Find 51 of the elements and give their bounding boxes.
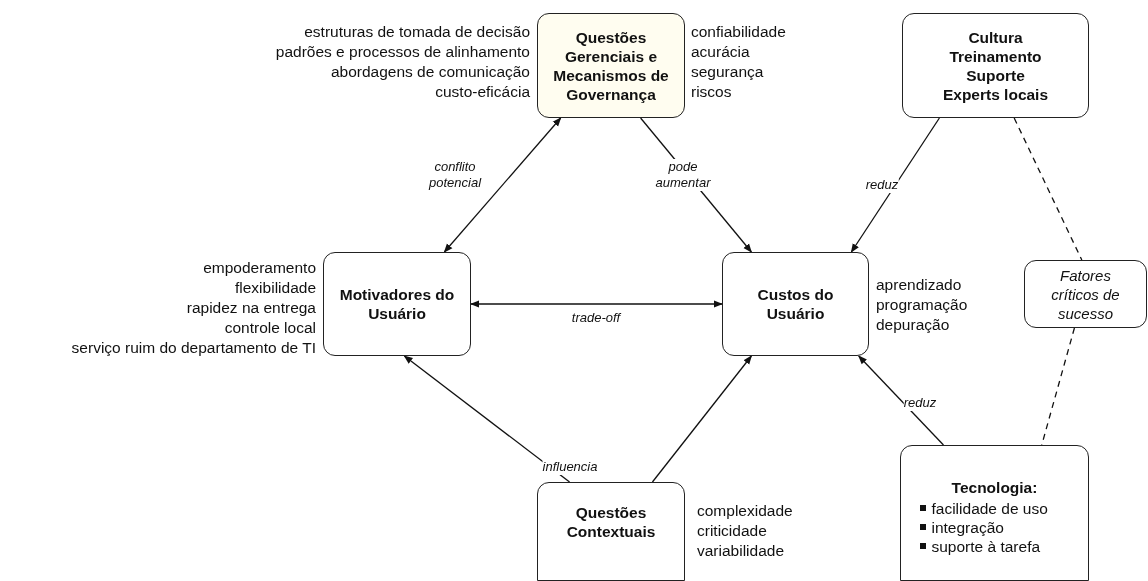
attribute-text: serviço ruim do departamento de TI — [71, 338, 316, 358]
list-item: facilidade de uso — [931, 500, 1048, 517]
node-title: Tecnologia: — [951, 478, 1038, 497]
attribute-text: complexidade — [697, 501, 793, 521]
node-label: Questões Contextuais — [565, 503, 657, 541]
list-item: integração — [931, 519, 1004, 536]
attribute-text: programação — [876, 295, 968, 315]
node-label: Cultura — [968, 27, 1023, 47]
attribute-text: segurança — [691, 62, 765, 82]
node-label: Motivadores do Usuário — [338, 285, 456, 323]
node-label: Treinamento — [949, 46, 1042, 66]
technology-box — [900, 445, 1089, 581]
edge-label: reduz — [865, 177, 899, 193]
attribute-text: abordagens de comunicação — [329, 62, 530, 82]
arrow — [403, 355, 571, 483]
costs-box — [722, 252, 869, 356]
motivators-box — [323, 252, 471, 356]
edge-label: pode aumentar — [655, 159, 711, 191]
node-label: Experts locais — [942, 84, 1049, 104]
attribute-text: custo-eficácia — [434, 82, 530, 102]
edge-label: conflito potencial — [429, 159, 481, 191]
node-label: Suporte — [966, 65, 1025, 85]
attribute-text: rapidez na entrega — [185, 298, 316, 318]
arrow — [651, 355, 753, 483]
node-label: Questões Gerenciais e Mecanismos de Governança — [552, 27, 670, 104]
node-label: Custos do Usuário — [756, 285, 835, 323]
arrow — [850, 117, 941, 253]
arrow — [443, 117, 562, 253]
attribute-text: flexibilidade — [234, 278, 316, 298]
list-item: suporte à tarefa — [931, 538, 1041, 555]
attribute-text: controle local — [223, 318, 316, 338]
attribute-text: variabilidade — [697, 541, 786, 561]
success-factors-box — [902, 13, 1089, 118]
note-box — [1024, 260, 1147, 328]
attribute-text: estruturas de tomada de decisão — [303, 22, 530, 42]
attribute-text: confiabilidade — [691, 22, 786, 42]
attribute-text: padrões e processos de alinhamento — [275, 42, 530, 62]
dashed-line — [1013, 117, 1083, 261]
attribute-text: empoderamento — [202, 258, 316, 278]
attribute-text: depuração — [876, 315, 951, 335]
edge-label: reduz — [903, 395, 937, 411]
arrow — [470, 300, 723, 308]
attribute-text: criticidade — [697, 521, 768, 541]
arrow — [858, 355, 945, 446]
attribute-text: aprendizado — [876, 275, 963, 295]
governance-box — [537, 13, 685, 118]
attribute-text: riscos — [691, 82, 733, 102]
edge-label: influencia — [542, 459, 598, 475]
attribute-text: acurácia — [691, 42, 751, 62]
node-label: Fatores críticos de sucesso — [1050, 265, 1121, 323]
context-box — [537, 482, 685, 581]
